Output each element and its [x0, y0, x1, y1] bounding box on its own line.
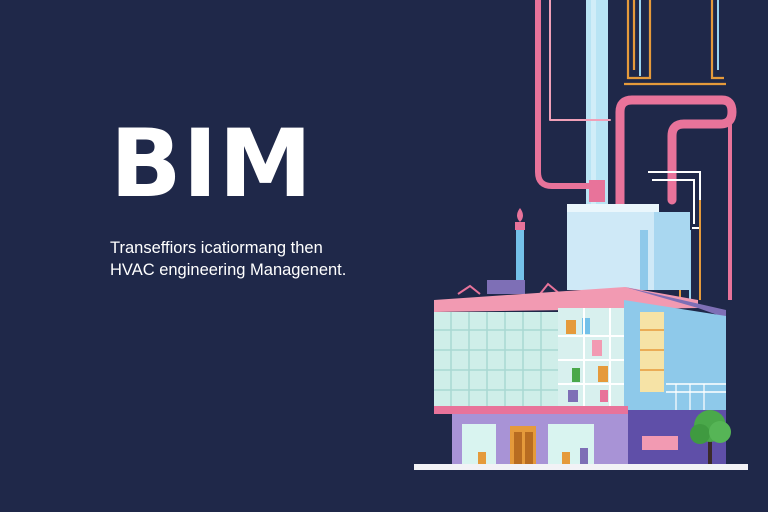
chimney-icon: [515, 208, 525, 284]
tree-icon: [690, 410, 731, 466]
blue-thin-ducts: [639, 0, 719, 76]
ground-line: [414, 464, 748, 470]
tagline-line-1: Transeffiors icatiormang then: [110, 239, 323, 257]
tagline-line-2: HVAC engineering Managenent.: [110, 261, 347, 279]
pink-pipe-group: [535, 0, 737, 215]
hero-tagline: Transeffiors icatiormang then HVAC engin…: [110, 237, 346, 281]
building-illustration: [414, 0, 748, 470]
main-vertical-pipe: [586, 0, 608, 210]
glass-facade: [434, 312, 558, 410]
hero-title: BIM: [110, 110, 314, 219]
side-wall: [624, 300, 726, 410]
orange-duct-group: [624, 0, 726, 86]
pink-pipe-right: [700, 122, 732, 300]
